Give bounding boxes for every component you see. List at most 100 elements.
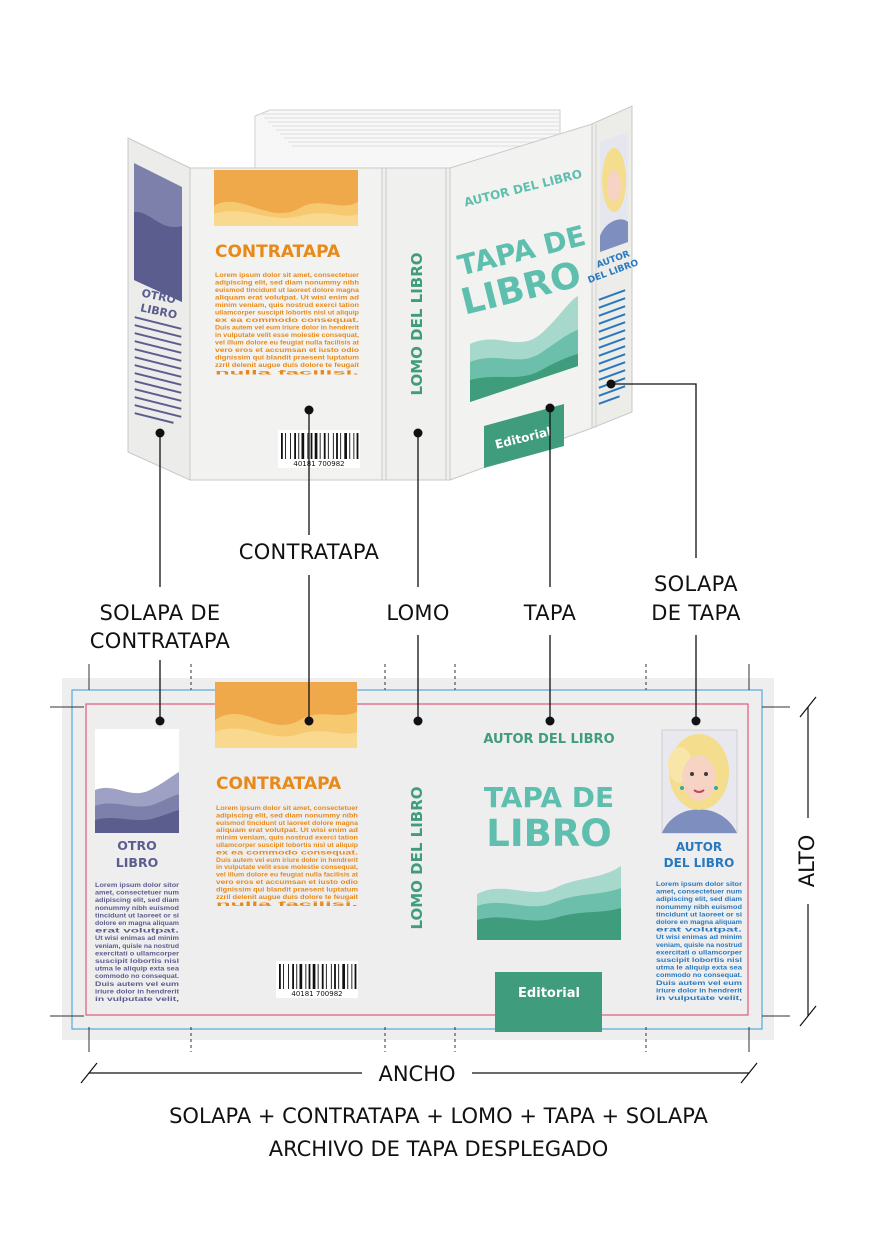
flat-front-flap-portrait bbox=[661, 729, 738, 834]
book-back-lorem-line: adipiscing elit, sed diam nonummy nibh bbox=[215, 280, 359, 287]
flat-front-flap-lorem-line: nonummy nibh euismod bbox=[656, 904, 742, 911]
flat-back-lorem-line: Lorem ipsum dolor sit amet, consectetuer bbox=[216, 805, 359, 812]
label-tapa: TAPA bbox=[523, 601, 577, 625]
fold-marks bbox=[190, 664, 647, 1052]
flat-back-lorem-line: euismod tincidunt ut laoreet dolore magn… bbox=[216, 820, 359, 827]
flat-back-barcode: 40181 700982 bbox=[276, 961, 358, 998]
barcode-bar bbox=[323, 433, 326, 459]
flat-back-flap-lorem-line: utma le aliquip exta sea bbox=[95, 966, 180, 973]
flat-front-flap-lorem-line: dolore en magna aliquam bbox=[656, 919, 742, 926]
leader-solapa-tapa-top bbox=[611, 383, 697, 558]
flat-front-flap-title-2: DEL LIBRO bbox=[664, 856, 735, 870]
flat-back-lorem-line: minim veniam, quis nostrud exerci tation bbox=[216, 835, 358, 842]
barcode-bar bbox=[354, 964, 357, 989]
flat-front-title-1: TAPA DE bbox=[484, 781, 614, 814]
barcode-bar bbox=[310, 433, 313, 459]
flat-back-flap-lorem-line: tincidunt ut laoreet or si bbox=[95, 912, 179, 919]
flat-back-lorem-line: zzril delenit augue duis dolore te feuga… bbox=[216, 894, 359, 901]
barcode-bar bbox=[301, 433, 305, 459]
flat-back-flap-lorem-line: iriure dolor in hendrerit bbox=[95, 988, 180, 995]
flat-back-flap-title-2: LIBRO bbox=[116, 855, 158, 870]
dimension-alto bbox=[799, 696, 817, 1027]
book-back-title: CONTRATAPA bbox=[215, 242, 341, 262]
flat-front-flap-lorem-line: utma le aliquip exta sea bbox=[656, 965, 743, 972]
flat-front-flap-title-1: AUTOR bbox=[676, 840, 722, 854]
sheet-background bbox=[62, 678, 774, 1040]
book-front-flap-text-lines bbox=[598, 289, 626, 405]
book-back-lorem-line: nulla facilisi. bbox=[215, 370, 360, 377]
trim-line bbox=[85, 703, 749, 1016]
flat-front-title-2: LIBRO bbox=[486, 812, 612, 855]
flat-front-waves bbox=[477, 866, 621, 940]
flat-front-flap-lorem-line: Lorem ipsum dolor sitor bbox=[656, 881, 743, 888]
flat-front-flap-lorem-line: exercitati o ullamcorper bbox=[656, 949, 743, 956]
barcode-bar bbox=[305, 964, 307, 989]
flat-front-flap-lorem-line: erat volutpat. bbox=[656, 927, 743, 934]
book-back-lorem-line: minim veniam, quis nostrud exerci tation bbox=[215, 302, 359, 309]
barcode-bar bbox=[342, 964, 345, 989]
book-back-barcode-number: 40181 700982 bbox=[293, 460, 344, 468]
barcode-bar bbox=[290, 433, 291, 459]
barcode-bar bbox=[353, 433, 355, 459]
flat-back-lorem-line: aliquam erat volutpat. Ut wisi enim ad bbox=[216, 827, 358, 834]
book-pages bbox=[254, 109, 561, 171]
label-solapa-tapa-2: DE TAPA bbox=[651, 601, 741, 625]
book-back-lorem-line: ex ea commodo consequat. bbox=[215, 317, 359, 324]
caption-line-2: ARCHIVO DE TAPA DESPLEGADO bbox=[268, 1137, 609, 1161]
flat-back-flap-lorem-line: adipiscing elit, sed diam bbox=[95, 897, 179, 904]
barcode-bar bbox=[356, 433, 359, 459]
barcode-bar bbox=[298, 433, 300, 459]
barcode-bar bbox=[308, 964, 311, 989]
barcode-bar bbox=[351, 964, 353, 989]
flat-back-lorem-line: vero eros et accumsan et iusto odio bbox=[216, 879, 358, 886]
book-back-lorem-line: in vulputate velit esse molestie consequ… bbox=[215, 332, 359, 339]
flat-back-lorem: Lorem ipsum dolor sit amet, consectetuer… bbox=[216, 805, 359, 908]
flat-back-flap-lorem-line: in vulputate velit, bbox=[95, 996, 179, 1003]
flat-front-flap-lorem-line: Ut wisi enimas ad minim bbox=[656, 934, 742, 941]
label-lomo: LOMO bbox=[386, 601, 450, 625]
book-back-flap-text-lines bbox=[134, 316, 182, 424]
barcode-bar bbox=[307, 433, 309, 459]
barcode-bar bbox=[338, 964, 340, 989]
barcode-bar bbox=[294, 433, 296, 459]
label-solapa-contratapa-1: SOLAPA DE bbox=[99, 601, 221, 625]
flat-back-cover: CONTRATAPA Lorem ipsum dolor sit amet, c… bbox=[215, 682, 359, 998]
flat-front-flap-lorem-line: commodo no consequat. bbox=[656, 972, 742, 979]
alto-label: ALTO bbox=[795, 835, 819, 888]
flat-front-cover: AUTOR DEL LIBRO TAPA DE LIBRO Editorial bbox=[477, 732, 621, 1032]
barcode-bar bbox=[347, 964, 349, 989]
label-solapa-contratapa-2: CONTRATAPA bbox=[89, 629, 231, 653]
flat-front-flap-lorem-line: veniam, quisle na nostrud bbox=[656, 942, 742, 949]
barcode-bar bbox=[330, 964, 332, 989]
flat-front-flap-lorem-line: suscipit lobortis nisl bbox=[656, 957, 742, 964]
flat-back-flap-lorem-line: dolore en magna aliquam bbox=[95, 920, 179, 927]
book-3d-illustration: OTRO LIBRO bbox=[127, 105, 640, 481]
barcode-bar bbox=[319, 433, 321, 459]
flat-front-flap-lorem-line: tincidunt ut laoreet or si bbox=[656, 911, 742, 918]
book-back-lorem-line: Duis autem vel eum iriure dolor in hendr… bbox=[215, 325, 360, 332]
flat-spine-title: LOMO DEL LIBRO bbox=[408, 786, 426, 929]
label-contratapa: CONTRATAPA bbox=[238, 540, 380, 564]
barcode-bar bbox=[292, 964, 294, 989]
book-front-flap-portrait bbox=[600, 132, 628, 252]
flat-back-lorem-line: Duis autem vel eum iriure dolor in hendr… bbox=[216, 857, 359, 864]
book-back-cover: CONTRATAPA Lorem ipsum dolor sit amet, c… bbox=[189, 167, 383, 481]
flat-front-flap-lorem-line: adipiscing elit, sed diam bbox=[656, 896, 742, 903]
flat-back-flap-lorem-line: Lorem ipsum dolor sitor bbox=[95, 882, 180, 889]
barcode-bar bbox=[283, 964, 284, 989]
dimension-ancho bbox=[80, 1062, 758, 1084]
book-back-lorem-line: dignissim qui blandit praesent luptatum bbox=[215, 355, 359, 362]
flat-back-lorem-line: adipiscing elit, sed diam nonummy nibh bbox=[216, 812, 358, 819]
barcode-bar bbox=[327, 433, 329, 459]
flat-back-barcode-number: 40181 700982 bbox=[291, 990, 342, 998]
flat-front-flap-lorem-line: Duis autem vel eum bbox=[656, 980, 743, 987]
label-solapa-tapa-1: SOLAPA bbox=[654, 572, 738, 596]
flat-back-lorem-line: dignissim qui blandit praesent luptatum bbox=[216, 886, 358, 893]
barcode-bar bbox=[336, 433, 338, 459]
barcode-bar bbox=[344, 433, 347, 459]
barcode-bar bbox=[321, 964, 324, 989]
barcode-bar bbox=[317, 964, 319, 989]
